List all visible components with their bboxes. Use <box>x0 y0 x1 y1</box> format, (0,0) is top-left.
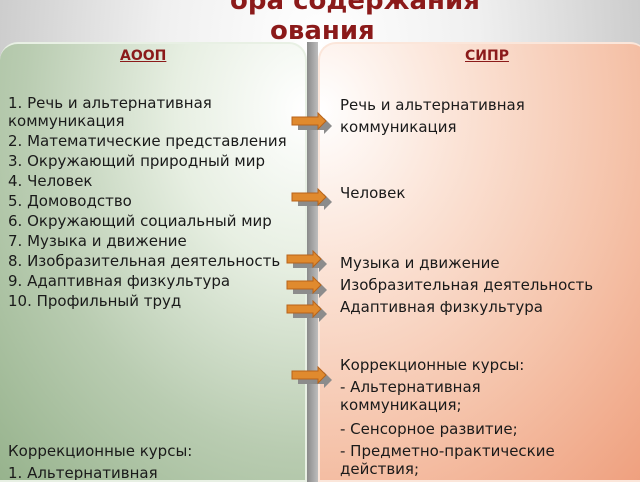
arrow-right-icon <box>291 112 332 134</box>
slide-title: ора содержания ования <box>230 0 570 46</box>
arrow-right-icon <box>291 366 332 388</box>
arrow-right-icon <box>286 276 327 298</box>
aoop-item: 6. Окружающий социальный мир <box>8 212 272 230</box>
aoop-item: 7. Музыка и движение <box>8 232 187 250</box>
sipr-pe: Адаптивная физкультура <box>340 298 543 316</box>
aoop-item: 3. Окружающий природный мир <box>8 152 265 170</box>
sipr-correction-header: Коррекционные курсы: <box>340 356 525 374</box>
sipr-music: Музыка и движение <box>340 254 500 272</box>
sipr-art: Изобразительная деятельность <box>340 276 594 294</box>
aoop-item: 5. Домоводство <box>8 192 132 210</box>
sipr-panel: СИПР Речь и альтернативная коммуникация … <box>318 42 640 482</box>
arrow-right-icon <box>286 300 327 322</box>
arrow-right-icon <box>286 250 327 272</box>
arrow-right-icon <box>291 188 332 210</box>
aoop-header: АООП <box>120 48 167 64</box>
sipr-correction-item: - Сенсорное развитие; <box>340 420 518 438</box>
slide-title-line1: ора содержания <box>230 0 480 16</box>
aoop-correction-header: Коррекционные курсы: <box>8 442 193 460</box>
aoop-item: 9. Адаптивная физкультура <box>8 272 231 290</box>
aoop-item: 8. Изобразительная деятельность <box>8 252 281 270</box>
sipr-correction-item: - Предметно-практические действия; <box>340 442 555 478</box>
aoop-item: 10. Профильный труд <box>8 292 182 310</box>
sipr-header: СИПР <box>465 48 509 64</box>
sipr-speech: Речь и альтернативная коммуникация <box>340 96 525 136</box>
sipr-human: Человек <box>340 184 406 202</box>
aoop-panel: АООП 1. Речь и альтернативная коммуникац… <box>0 42 307 482</box>
aoop-item: 2. Математические представления <box>8 132 287 150</box>
aoop-correction-item: 1. Альтернативная <box>8 464 158 482</box>
sipr-correction-item: - Альтернативная коммуникация; <box>340 378 481 414</box>
aoop-item: 4. Человек <box>8 172 93 190</box>
aoop-subject-list: 1. Речь и альтернативная коммуникация 2.… <box>8 94 288 312</box>
slide-title-line2: ования <box>270 16 375 46</box>
aoop-item: 1. Речь и альтернативная коммуникация <box>8 94 212 130</box>
